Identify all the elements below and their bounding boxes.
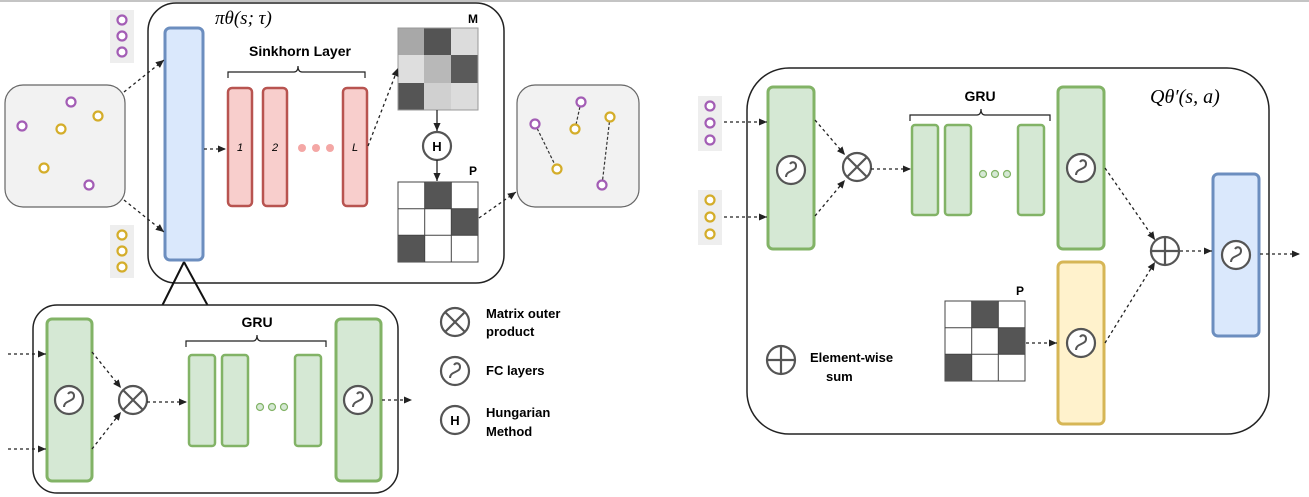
ellipsis-dot — [990, 169, 1000, 179]
ellipsis-dot — [326, 144, 334, 152]
critic-container — [746, 67, 1270, 435]
arrow — [123, 59, 165, 93]
critic-title: Qθ′(s, a) — [1150, 86, 1220, 108]
fc-icon — [1220, 239, 1252, 271]
gru-cell — [910, 123, 940, 217]
sinkhorn-brace — [227, 65, 366, 78]
matrix-p — [397, 181, 479, 263]
policy-title: πθ(s; τ) — [215, 8, 272, 29]
element-sum-label-line1: Element-wise — [810, 350, 893, 365]
element-sum-icon — [765, 344, 797, 376]
sinkhorn-layer-2-label: 2 — [271, 142, 278, 154]
sinkhorn-layer-l — [341, 86, 369, 208]
fc-icon — [439, 355, 471, 387]
legend-outer-product-line2: product — [486, 324, 535, 339]
arrow — [367, 67, 399, 147]
encoder-gru-label: GRU — [241, 314, 272, 330]
ellipsis-dot — [978, 169, 988, 179]
encoder-detail: GRU — [8, 304, 412, 494]
legend-hungarian-line1: Hungarian — [486, 405, 550, 420]
ellipsis-dot — [255, 402, 265, 412]
legend-outer-product-line1: Matrix outer — [486, 306, 560, 321]
sinkhorn-layer-1 — [226, 86, 254, 208]
gru-cell — [220, 353, 250, 448]
zoom-line — [161, 261, 185, 307]
legend-hungarian-line2: Method — [486, 424, 532, 439]
arrow — [123, 199, 165, 233]
hungarian-icon — [439, 404, 471, 436]
policy-network: πθ(s; τ) Sinkhorn Layer 1 2 L M — [147, 2, 505, 284]
outer-product-icon — [841, 151, 873, 183]
fc-icon — [1065, 152, 1097, 184]
fc-icon — [1065, 327, 1097, 359]
ellipsis-dot — [312, 144, 320, 152]
legend: Matrix outer product FC layers H Hungari… — [439, 306, 560, 439]
ellipsis-dot — [267, 402, 277, 412]
sinkhorn-layer-1-label: 1 — [237, 142, 243, 154]
yellow-node-stack — [110, 225, 134, 278]
element-sum-label-line2: sum — [826, 369, 853, 384]
input-state — [4, 84, 126, 208]
matrix-p-label: P — [469, 164, 477, 178]
arrow — [478, 191, 517, 219]
purple-node-stack — [110, 10, 134, 63]
critic-gru-label: GRU — [964, 88, 995, 104]
matrix-m-label: M — [468, 12, 478, 26]
gru-cell — [1016, 123, 1046, 217]
sinkhorn-layer-2 — [261, 86, 289, 208]
ellipsis-dot — [279, 402, 289, 412]
zoom-line — [183, 261, 209, 307]
critic-matrix-p-label: P — [1016, 284, 1024, 298]
outer-product-icon — [117, 384, 149, 416]
critic-matrix-p — [944, 300, 1026, 382]
fc-icon — [342, 384, 374, 416]
outer-product-icon — [439, 306, 471, 338]
ellipsis-dot — [298, 144, 306, 152]
sinkhorn-label: Sinkhorn Layer — [249, 43, 351, 59]
gru-cell — [187, 353, 217, 448]
gru-cell — [943, 123, 973, 217]
legend-fc-layers: FC layers — [486, 363, 545, 378]
hungarian-node-symbol: H — [432, 139, 441, 154]
element-sum-icon — [1149, 235, 1181, 267]
ellipsis-dot — [1002, 169, 1012, 179]
matrix-m — [397, 27, 479, 111]
policy-encoder-block — [163, 26, 205, 262]
gru-cell — [293, 353, 323, 448]
sinkhorn-layer-l-label: L — [352, 142, 358, 154]
fc-icon — [53, 384, 85, 416]
fc-icon — [775, 154, 807, 186]
output-state — [516, 84, 640, 208]
critic-network: Qθ′(s, a) GRU — [698, 67, 1300, 435]
legend-hungarian-symbol: H — [450, 413, 459, 428]
